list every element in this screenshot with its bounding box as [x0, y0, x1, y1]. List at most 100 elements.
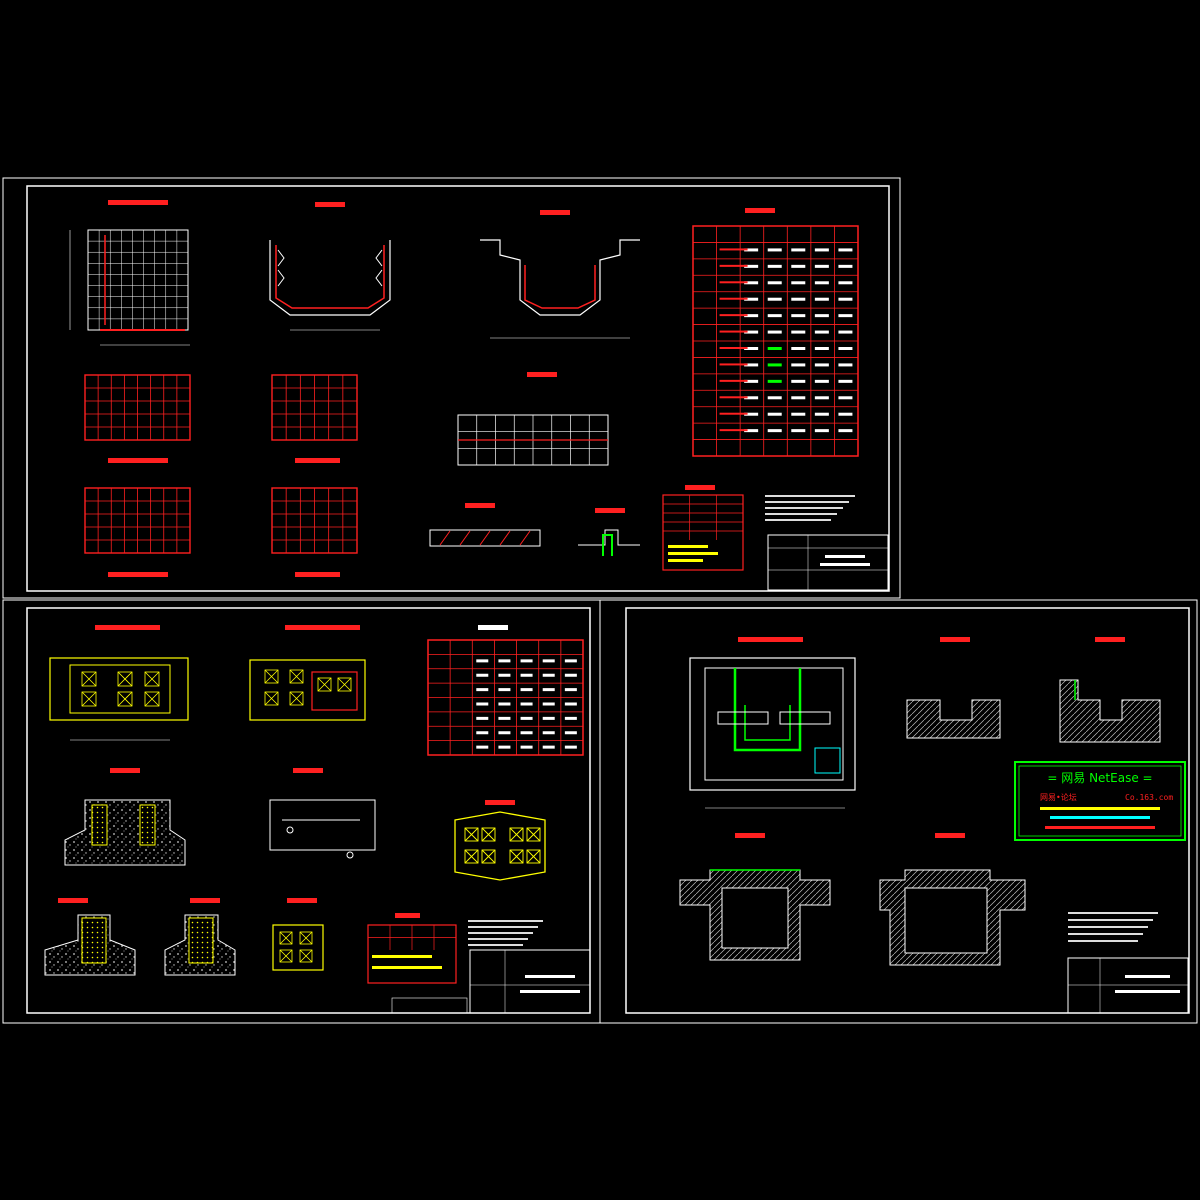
cad-block [520, 702, 533, 706]
cad-block [509, 849, 524, 864]
cad-line [481, 849, 496, 864]
cad-block [838, 297, 853, 301]
cad-block [299, 949, 313, 963]
cad-block [767, 429, 782, 433]
cad-block [814, 248, 829, 252]
cad-block [767, 281, 782, 285]
cad-block [744, 379, 759, 383]
cad-block [144, 691, 160, 707]
cad-line [289, 669, 304, 684]
cad-block [838, 363, 853, 367]
cad-block [767, 264, 782, 268]
cad-block [542, 688, 555, 692]
notes-3 [1068, 912, 1158, 942]
cad-block [498, 673, 511, 677]
cad-line [526, 827, 541, 842]
cad-block [767, 297, 782, 301]
cad-block [838, 248, 853, 252]
cad-block [791, 281, 806, 285]
cad-block [765, 495, 855, 497]
cad-block [719, 297, 748, 300]
cad-block [767, 314, 782, 318]
section-a-a [64, 768, 186, 866]
cad-block [279, 931, 293, 945]
cad-block [719, 412, 748, 415]
cad-block [791, 264, 806, 268]
cad-block [1068, 912, 1158, 914]
cad-block [476, 702, 489, 706]
cad-block [317, 677, 332, 692]
cad-block [767, 363, 782, 367]
cad-block [791, 330, 806, 334]
cad-block [476, 688, 489, 692]
pit-plan [689, 637, 856, 809]
cad-block [289, 691, 304, 706]
cad-line [264, 669, 279, 684]
cad-block [767, 330, 782, 334]
cad-block [814, 396, 829, 400]
cad-block [476, 716, 489, 720]
cad-block [838, 396, 853, 400]
cad-line [144, 671, 160, 687]
cad-block [814, 264, 829, 268]
cad-block [498, 659, 511, 663]
beam-detail [429, 503, 640, 556]
title-block-2 [391, 949, 591, 1014]
cad-block [1068, 940, 1138, 942]
cad-block [791, 297, 806, 301]
section-b-b [269, 768, 376, 859]
cad-block [264, 669, 279, 684]
material-table [662, 485, 744, 571]
cad-line [81, 691, 97, 707]
netease-watermark: = 网易 NetEase = 网易•论坛 Co.163.com [1014, 761, 1186, 841]
cad-block [498, 716, 511, 720]
cad-line [279, 931, 293, 945]
cad-block [719, 347, 748, 349]
title-block-1 [767, 534, 889, 591]
cad-block [814, 379, 829, 383]
cad-block [117, 671, 133, 687]
cad-block [719, 429, 748, 432]
cad-block [744, 248, 759, 252]
material-table-2 [367, 913, 457, 984]
cad-block [838, 330, 853, 334]
cad-block [765, 507, 843, 509]
cad-block [814, 412, 829, 416]
cad-block [468, 926, 538, 928]
section-1-1-s3 [906, 637, 1001, 739]
cad-block [520, 745, 533, 749]
cad-block [719, 248, 748, 251]
cad-block [744, 330, 759, 334]
cad-block [791, 379, 806, 383]
cad-block [719, 396, 748, 399]
cad-block [498, 702, 511, 706]
cad-block [744, 429, 759, 433]
cad-block [520, 731, 533, 735]
cad-block [542, 673, 555, 677]
section-2-2-s3 [1059, 637, 1161, 743]
rebar-plan-view [69, 200, 190, 346]
cad-block [744, 347, 759, 350]
cad-line [317, 677, 332, 692]
cad-block [464, 827, 479, 842]
pile-cap-plan [454, 800, 546, 881]
cad-block [468, 920, 543, 922]
cad-block [791, 412, 806, 416]
sheet-2 [2, 599, 601, 1024]
watermark-forum: 网易•论坛 [1040, 792, 1077, 802]
cad-block [498, 745, 511, 749]
cad-block [520, 673, 533, 677]
cad-block [838, 379, 853, 383]
cad-block [279, 949, 293, 963]
section-2-2 [480, 210, 640, 339]
cad-block [791, 429, 806, 433]
cad-block [468, 938, 528, 940]
cad-block [81, 691, 97, 707]
cad-block [791, 314, 806, 318]
cad-block [767, 379, 782, 383]
rebar-schedule-table-2 [427, 625, 584, 756]
cad-block [289, 669, 304, 684]
cad-block [481, 827, 496, 842]
cad-block [542, 716, 555, 720]
cad-block [767, 248, 782, 252]
